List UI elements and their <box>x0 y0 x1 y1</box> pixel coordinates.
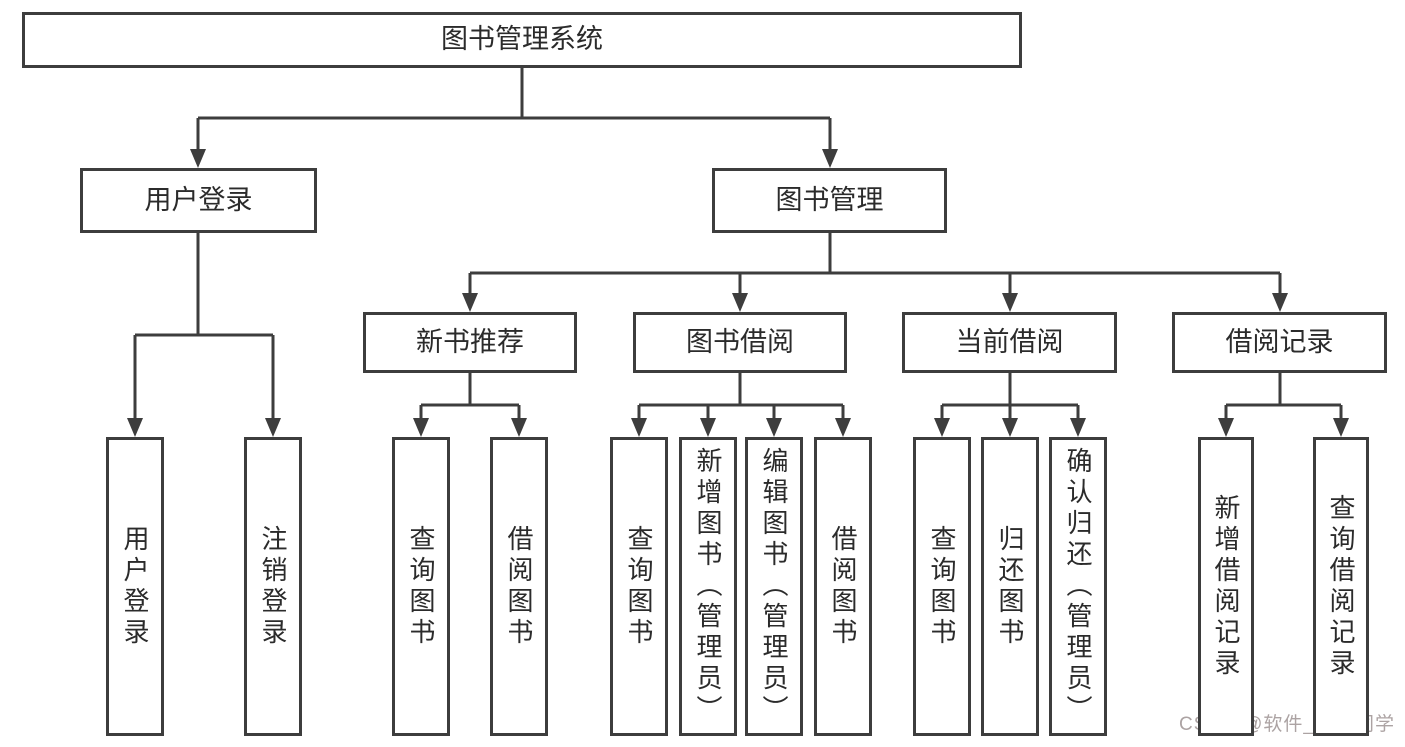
node-label: 图书管理系统 <box>441 24 603 55</box>
node-leaf-query-books-current: 查询图书 <box>913 437 971 736</box>
node-current-borrowing: 当前借阅 <box>902 312 1117 373</box>
node-leaf-borrow-books-recommend: 借阅图书 <box>490 437 548 736</box>
node-leaf-confirm-return-admin: 确认归还（管理员） <box>1049 437 1107 736</box>
arrowhead-down-icon <box>822 149 838 168</box>
node-leaf-add-books-admin: 新增图书（管理员） <box>679 437 737 736</box>
node-borrowing-records: 借阅记录 <box>1172 312 1387 373</box>
node-label: 新书推荐 <box>416 326 524 357</box>
node-label: 图书管理 <box>775 184 884 215</box>
arrowhead-down-icon <box>1002 293 1018 312</box>
node-label: 确认归还（管理员） <box>1063 447 1093 726</box>
arrowhead-down-icon <box>631 418 647 437</box>
node-leaf-query-borrow-record: 查询借阅记录 <box>1313 437 1369 736</box>
arrowhead-down-icon <box>127 418 143 437</box>
node-label: 查询借阅记录 <box>1326 493 1356 680</box>
node-leaf-edit-books-admin: 编辑图书（管理员） <box>745 437 803 736</box>
node-label: 用户登录 <box>120 524 150 649</box>
arrowhead-down-icon <box>190 149 206 168</box>
arrowhead-down-icon <box>732 293 748 312</box>
arrowhead-down-icon <box>934 418 950 437</box>
arrowhead-down-icon <box>1218 418 1234 437</box>
node-leaf-return-books: 归还图书 <box>981 437 1039 736</box>
node-label: 查询图书 <box>927 524 957 649</box>
node-label: 用户登录 <box>144 184 253 215</box>
node-label: 新增图书（管理员） <box>693 447 723 726</box>
node-user-login: 用户登录 <box>80 168 317 233</box>
node-root: 图书管理系统 <box>22 12 1022 68</box>
node-label: 借阅记录 <box>1225 326 1334 357</box>
node-leaf-query-books-recommend: 查询图书 <box>392 437 450 736</box>
arrowhead-down-icon <box>413 418 429 437</box>
node-leaf-query-books-borrowing: 查询图书 <box>610 437 668 736</box>
node-label: 查询图书 <box>624 524 654 649</box>
node-new-book-recommend: 新书推荐 <box>363 312 577 373</box>
node-label: 注销登录 <box>258 524 288 649</box>
arrowhead-down-icon <box>265 418 281 437</box>
arrowhead-down-icon <box>766 418 782 437</box>
arrowhead-down-icon <box>1002 418 1018 437</box>
node-leaf-user-login: 用户登录 <box>106 437 164 736</box>
arrowhead-down-icon <box>511 418 527 437</box>
arrowhead-down-icon <box>462 293 478 312</box>
node-label: 图书借阅 <box>686 326 794 357</box>
node-label: 借阅图书 <box>504 524 534 649</box>
arrowhead-down-icon <box>835 418 851 437</box>
node-leaf-add-borrow-record: 新增借阅记录 <box>1198 437 1254 736</box>
node-label: 归还图书 <box>995 524 1025 649</box>
arrowhead-down-icon <box>1333 418 1349 437</box>
node-book-management: 图书管理 <box>712 168 947 233</box>
node-label: 当前借阅 <box>955 326 1064 357</box>
node-label: 新增借阅记录 <box>1211 493 1241 680</box>
node-label: 借阅图书 <box>828 524 858 649</box>
node-label: 编辑图书（管理员） <box>759 447 789 726</box>
node-leaf-logout: 注销登录 <box>244 437 302 736</box>
arrowhead-down-icon <box>1272 293 1288 312</box>
node-label: 查询图书 <box>406 524 436 649</box>
node-leaf-borrow-books-borrowing: 借阅图书 <box>814 437 872 736</box>
arrowhead-down-icon <box>700 418 716 437</box>
arrowhead-down-icon <box>1070 418 1086 437</box>
node-book-borrowing: 图书借阅 <box>633 312 847 373</box>
